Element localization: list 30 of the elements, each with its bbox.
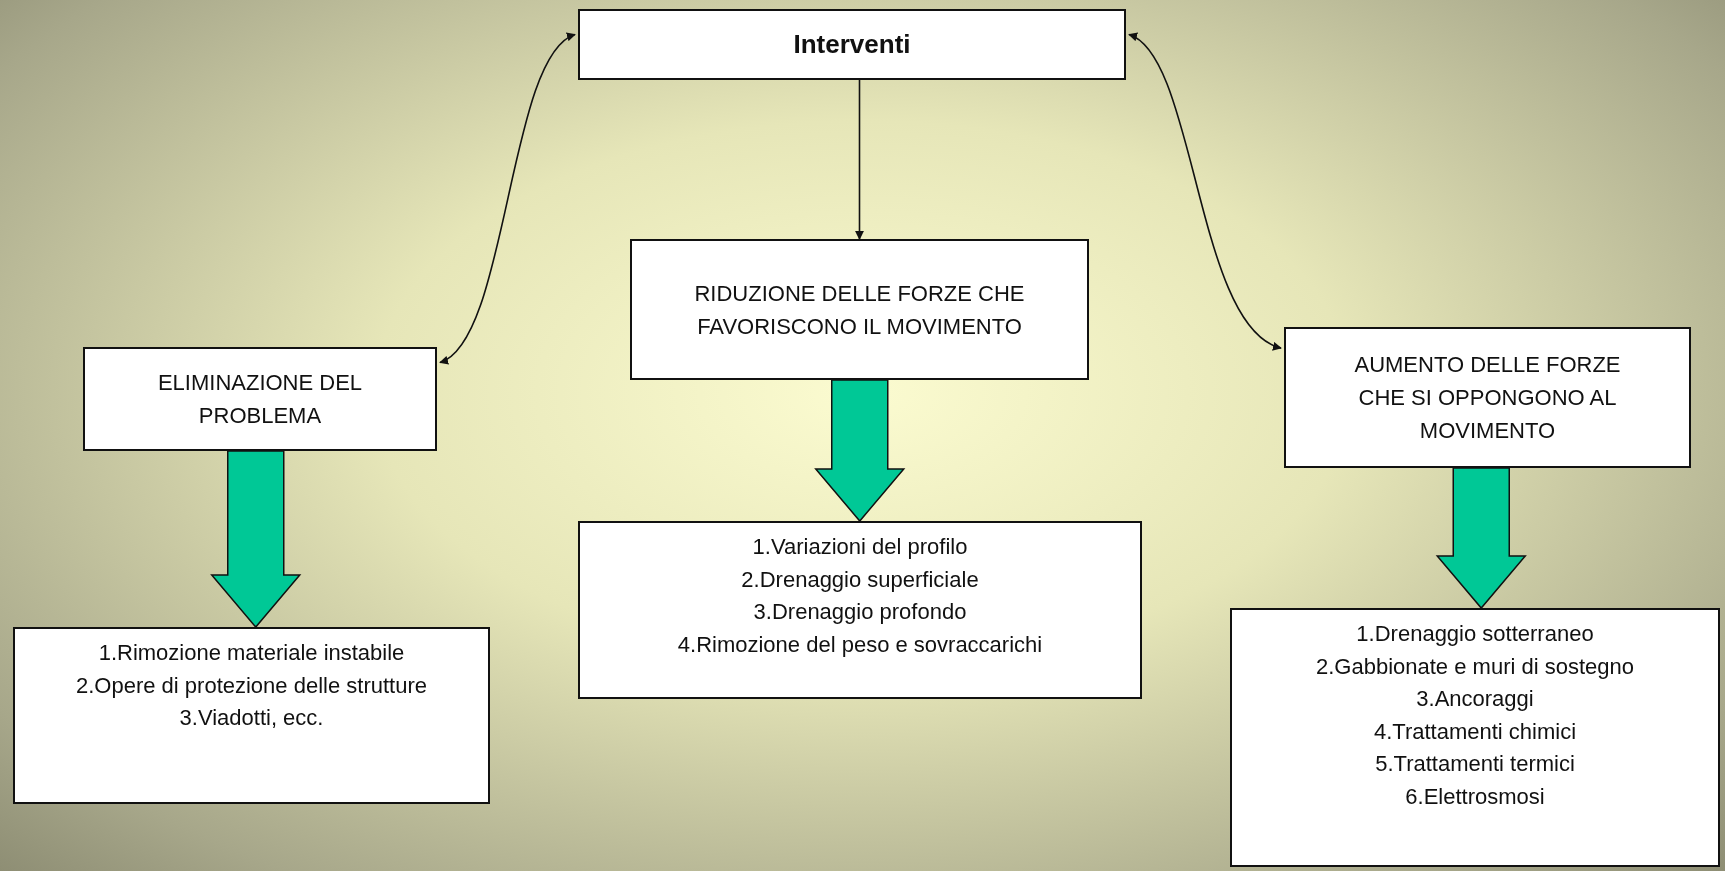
list-item: 1.Drenaggio sotterraneo: [1356, 620, 1594, 648]
box-title: Interventi: [793, 28, 911, 61]
list-item: 3.Viadotti, ecc.: [179, 704, 324, 733]
block-arrow: [1435, 467, 1527, 610]
box-label: AUMENTO DELLE FORZE CHE SI OPPONGONO AL MOVIMENTO: [1353, 351, 1622, 445]
box-label: RIDUZIONE DELLE FORZE CHE FAVORISCONO IL MOVIMENTO: [693, 279, 1026, 341]
text-box: [83, 347, 437, 451]
list-box: [13, 627, 490, 804]
double-arrow: [439, 33, 576, 364]
list-item: 1.Rimozione materiale instabile: [98, 639, 405, 667]
list-item: 2.Gabbionate e muri di sostegno: [1316, 652, 1634, 681]
list-box: [1230, 608, 1720, 867]
list-item: 2.Opere di protezione delle strutture: [76, 671, 427, 700]
text-box: [578, 9, 1126, 80]
list-item: 3.Drenaggio profondo: [753, 598, 967, 627]
text-box: [1284, 327, 1691, 468]
list-item: 6.Elettrosmosi: [1405, 782, 1545, 811]
block-arrow: [814, 379, 906, 523]
list-item: 4.Rimozione del peso e sovraccarichi: [677, 630, 1043, 659]
text-box: [630, 239, 1089, 380]
list-item: 1.Variazioni del profilo: [752, 533, 968, 561]
list-item: 4.Trattamenti chimici: [1373, 717, 1577, 746]
arrow: [855, 79, 864, 240]
list-item: 2.Drenaggio superficiale: [741, 565, 979, 594]
list-box: [578, 521, 1142, 699]
double-arrow: [1128, 33, 1282, 349]
list-item: 3.Ancoraggi: [1416, 685, 1534, 714]
box-label: ELIMINAZIONE DEL PROBLEMA: [156, 369, 364, 430]
list-item: 5.Trattamenti termici: [1375, 750, 1575, 779]
block-arrow: [210, 450, 302, 629]
